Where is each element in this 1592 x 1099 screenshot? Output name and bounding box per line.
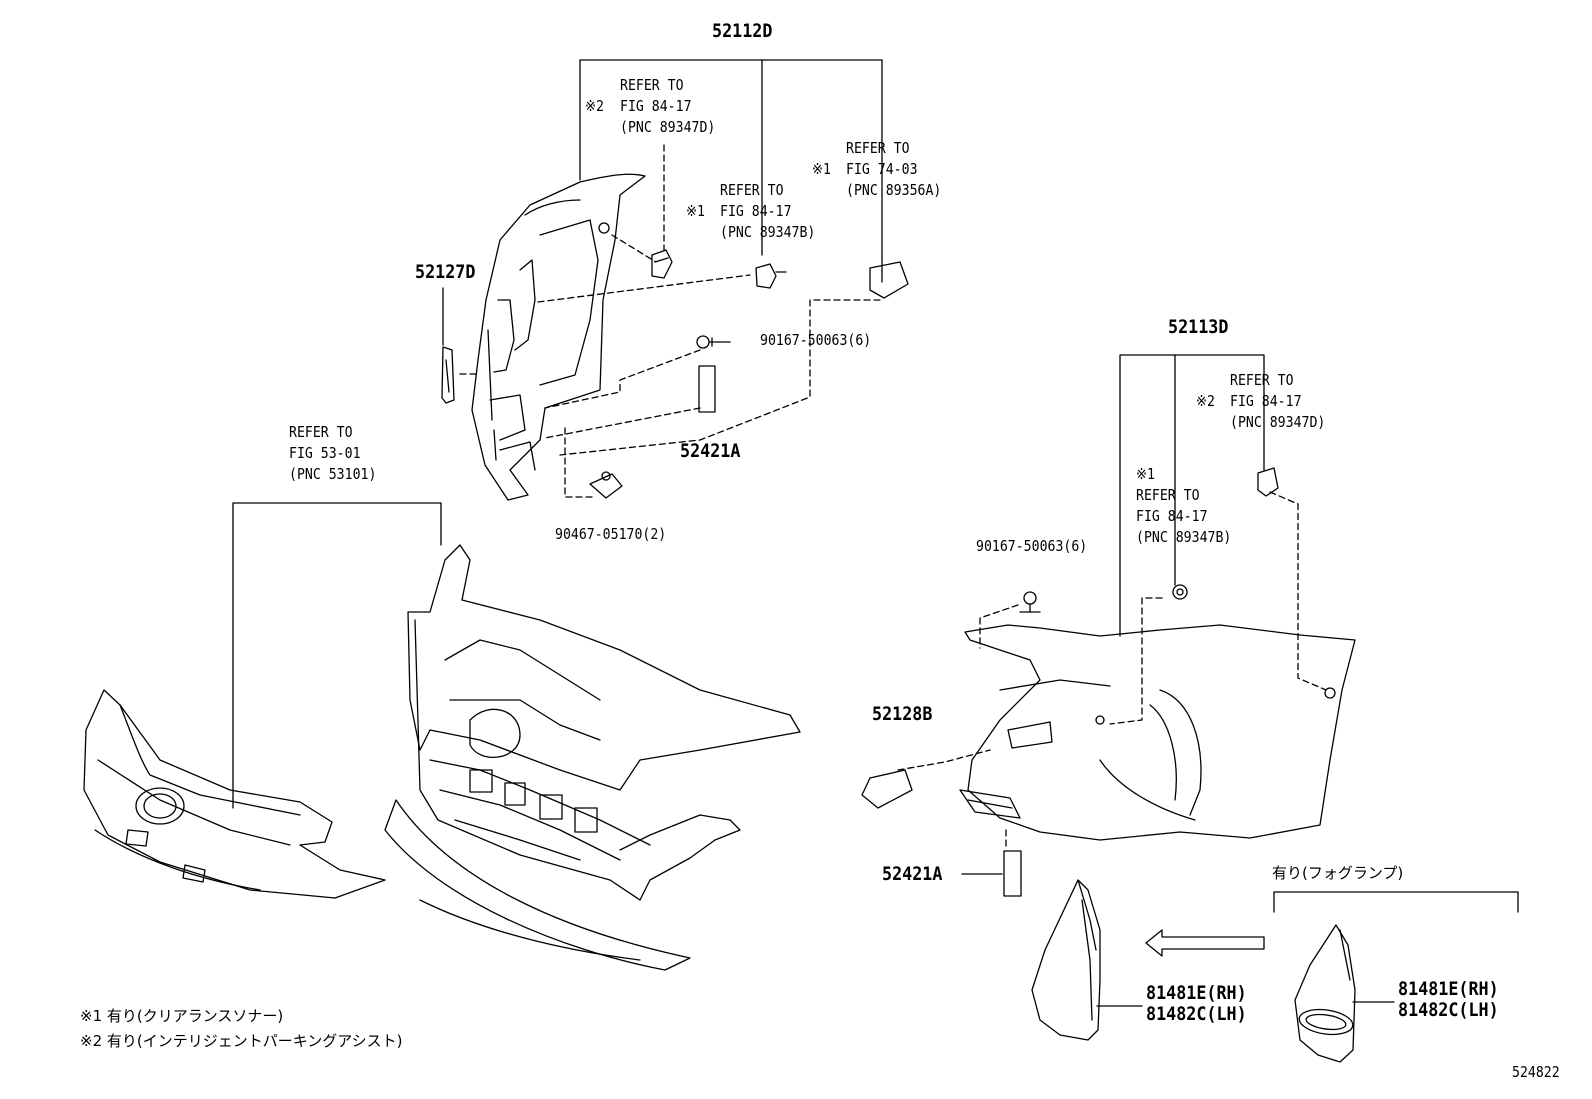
ref3-mark: ※1 [812, 160, 832, 178]
screw-right [1019, 591, 1041, 613]
ref6-line2: FIG 84-17 [1136, 507, 1208, 525]
label-52128b: 52128B [872, 703, 933, 725]
ref1-line2: FIG 84-17 [620, 97, 692, 115]
label-lamp-right-lh: 81482C(LH) [1398, 999, 1499, 1021]
cover-89356a [869, 261, 909, 299]
legend-note-2: ※2 有り(インテリジェントパーキングアシスト) [80, 1032, 403, 1050]
label-screw-right: 90167-50063(6) [976, 537, 1088, 555]
clip-89347d-top [651, 249, 673, 279]
ref5-line2: FIG 84-17 [1230, 392, 1302, 410]
block-52421a-bottom [1003, 850, 1022, 897]
absorber-bracket [959, 789, 1021, 819]
label-lamp-left-lh: 81482C(LH) [1146, 1003, 1247, 1025]
label-52421a-top: 52421A [680, 440, 741, 462]
label-52113d: 52113D [1168, 316, 1229, 338]
part-52127d [441, 346, 455, 404]
sensor-89347b-right [1172, 584, 1188, 600]
dashed-leaders [459, 144, 1327, 849]
label-52112d: 52112D [712, 20, 773, 42]
label-clip: 90467-05170(2) [555, 525, 667, 543]
lamp-cover-left [1031, 879, 1101, 1041]
ref2-line1: REFER TO [720, 181, 784, 199]
ref2-line2: FIG 84-17 [720, 202, 792, 220]
ref1-mark: ※2 [585, 97, 605, 115]
bracket-52112d [471, 173, 646, 501]
label-screw-top: 90167-50063(6) [760, 331, 872, 349]
label-52421a-bottom: 52421A [882, 863, 943, 885]
ref4-line3: (PNC 53101) [289, 465, 377, 483]
block-52421a-top [698, 365, 716, 413]
bumper-cover-left [83, 689, 386, 899]
sensor-89347b-top [755, 263, 787, 289]
ref6-line3: (PNC 89347B) [1136, 528, 1232, 546]
ref3-line3: (PNC 89356A) [846, 181, 942, 199]
bumper-cover-right [964, 624, 1356, 841]
ref1-line1: REFER TO [620, 76, 684, 94]
clip-90467 [589, 471, 623, 499]
diagram-number: 524822 [1512, 1063, 1560, 1081]
lamp-cover-right [1294, 924, 1356, 1063]
ref4-line2: FIG 53-01 [289, 444, 361, 462]
ref5-line3: (PNC 89347D) [1230, 413, 1326, 431]
clip-89347d-right [1257, 467, 1279, 497]
cover-52128b [861, 769, 913, 809]
direction-arrow [1145, 929, 1265, 957]
ref2-mark: ※1 [686, 202, 706, 220]
ref5-mark: ※2 [1196, 392, 1216, 410]
legend-note-1: ※1 有り(クリアランスソナー) [80, 1007, 284, 1025]
ref1-line3: (PNC 89347D) [620, 118, 716, 136]
label-52127d: 52127D [415, 261, 476, 283]
label-lamp-right-rh: 81481E(RH) [1398, 978, 1499, 1000]
leader-lines [232, 59, 1519, 1007]
grille-assembly [384, 544, 801, 971]
fog-lamp-note: 有り(フォグランプ) [1272, 864, 1404, 882]
ref2-line3: (PNC 89347B) [720, 223, 816, 241]
ref3-line2: FIG 74-03 [846, 160, 918, 178]
ref3-line1: REFER TO [846, 139, 910, 157]
ref6-mark: ※1 [1136, 465, 1156, 483]
label-lamp-left-rh: 81481E(RH) [1146, 982, 1247, 1004]
ref5-line1: REFER TO [1230, 371, 1294, 389]
ref6-line1: REFER TO [1136, 486, 1200, 504]
screw-top [696, 335, 731, 349]
ref4-line1: REFER TO [289, 423, 353, 441]
